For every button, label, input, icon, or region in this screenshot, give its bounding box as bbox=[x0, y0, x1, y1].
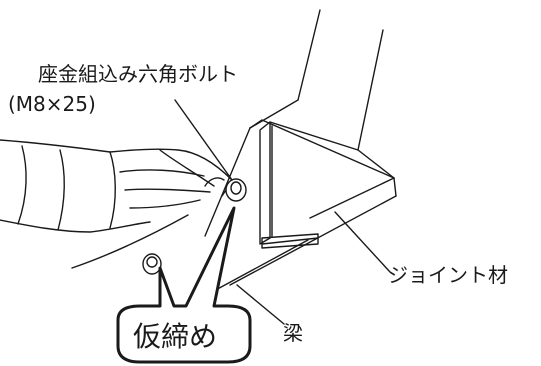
bolt-name-label: 座金組込み六角ボルト bbox=[38, 62, 238, 86]
bolt-in-hand-icon bbox=[221, 178, 247, 202]
bolt-spec-label: (M8×25) bbox=[8, 92, 96, 116]
hand-illustration bbox=[0, 139, 233, 269]
beam-body bbox=[204, 119, 397, 293]
temporary-tightening-label: 仮締め bbox=[133, 320, 218, 353]
beam-leader bbox=[236, 284, 285, 325]
joint-member-plate bbox=[259, 121, 359, 249]
beam-label: 梁 bbox=[283, 321, 303, 345]
loose-bolt-icon bbox=[142, 253, 162, 275]
bolt-leader bbox=[174, 99, 233, 181]
joint-member-label: ジョイント材 bbox=[388, 263, 508, 287]
callout-bubble bbox=[116, 206, 252, 364]
joint-member-leader bbox=[334, 211, 391, 273]
